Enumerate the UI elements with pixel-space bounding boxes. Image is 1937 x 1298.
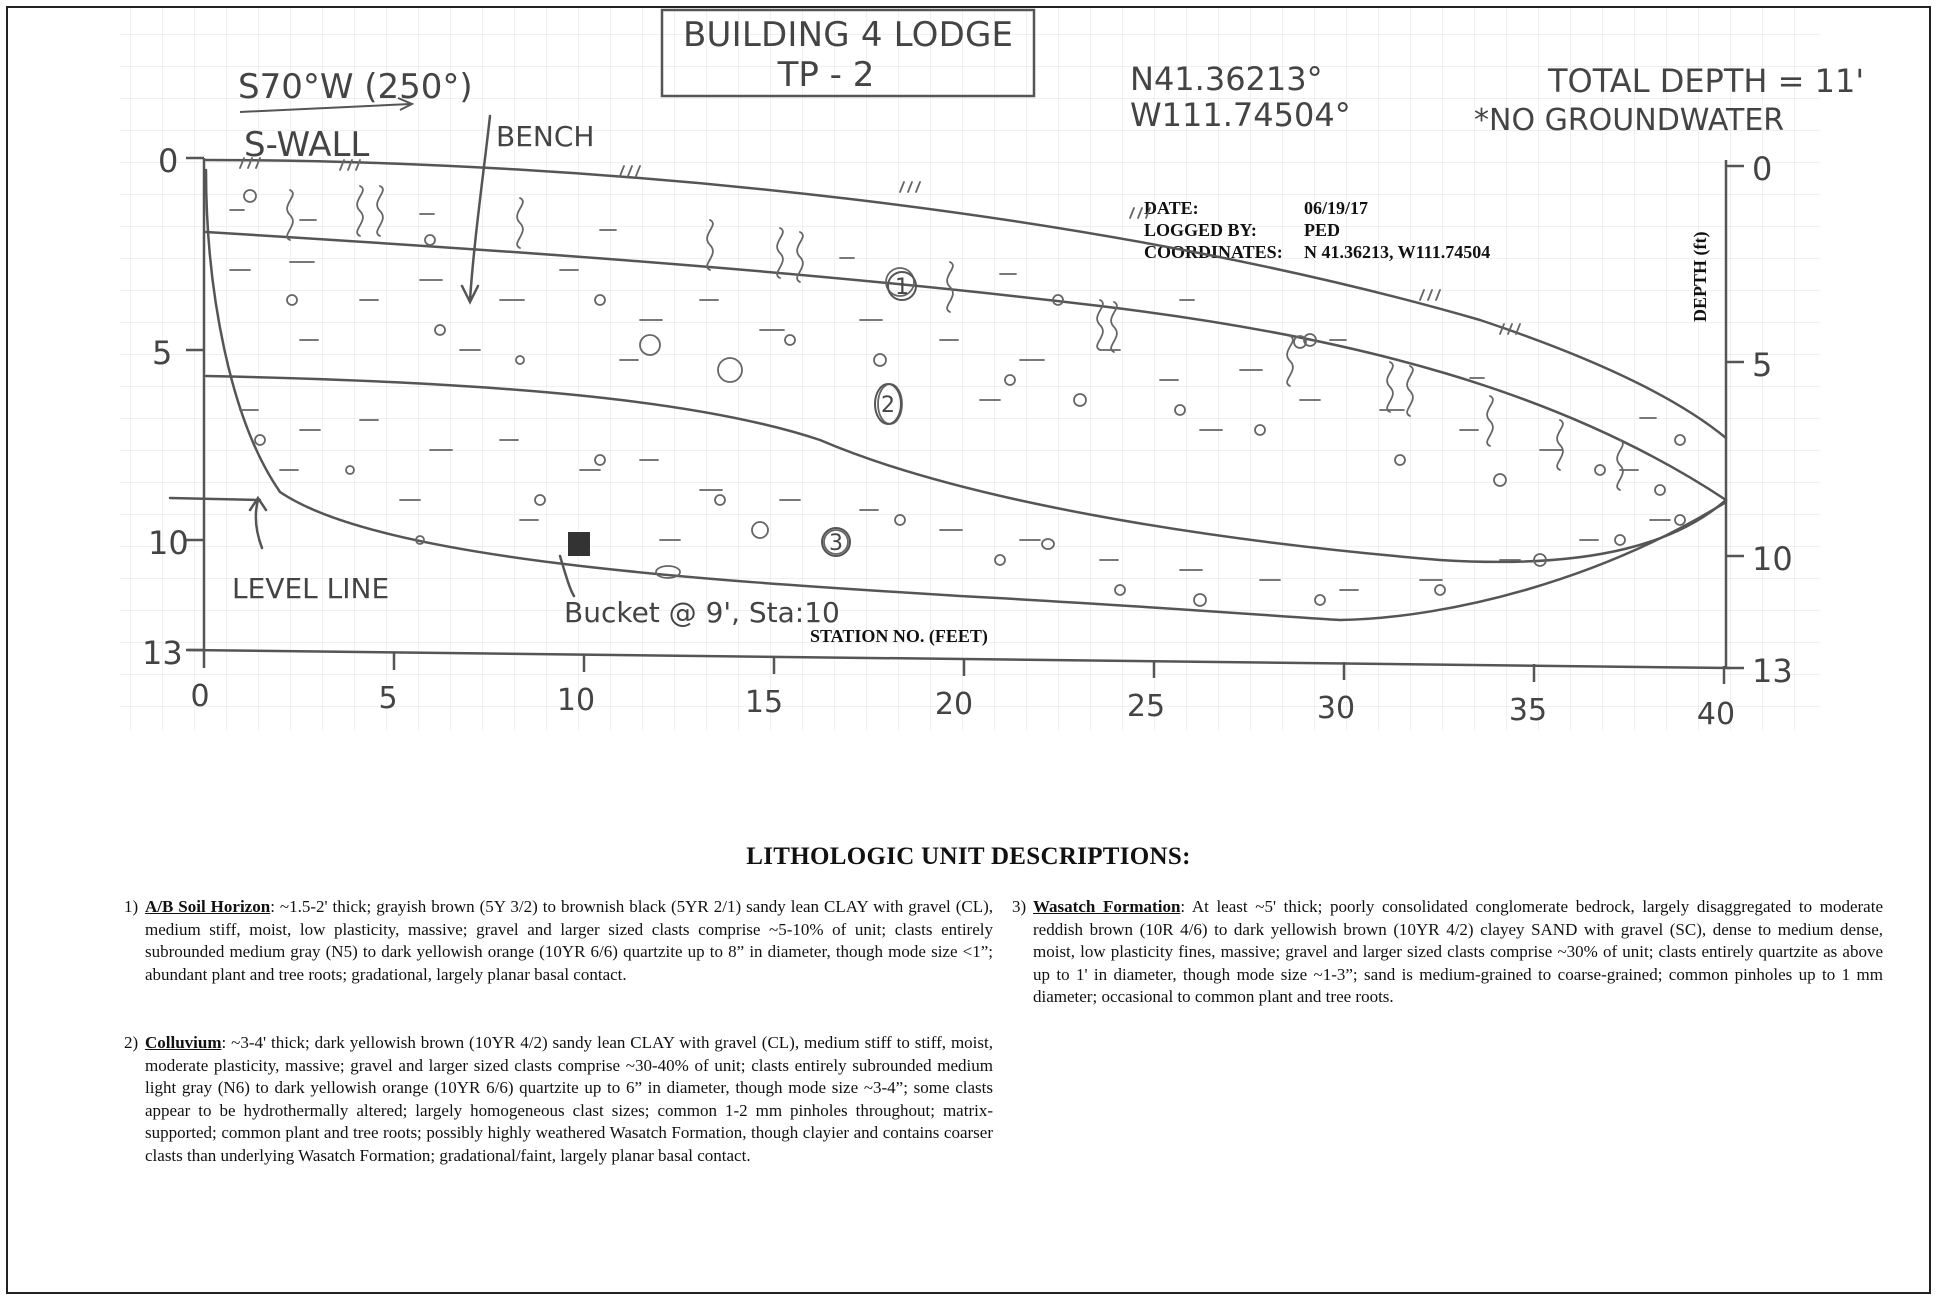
level-line bbox=[168, 496, 262, 502]
unit-label-1: 1 bbox=[887, 271, 917, 301]
bottom-tick-label-20: 20 bbox=[935, 687, 973, 722]
right-tick-label-0: 0 bbox=[1752, 150, 1772, 188]
groundwater-note: *NO GROUNDWATER bbox=[1474, 103, 1784, 138]
logged-by-label: LOGGED BY: bbox=[1144, 220, 1257, 240]
title-box bbox=[660, 8, 1036, 98]
right-tick-label-5: 5 bbox=[1752, 346, 1772, 384]
contact-unit2-base bbox=[204, 374, 1728, 564]
excavation-wall-base bbox=[204, 168, 1728, 622]
unit-number: 2) bbox=[124, 1033, 139, 1052]
unit-name: A/B Soil Horizon bbox=[145, 897, 271, 916]
unit-description-1: 1) A/B Soil Horizon: ~1.5-2' thick; grayi… bbox=[124, 896, 993, 986]
total-depth-note: TOTAL DEPTH = 11' bbox=[1547, 62, 1864, 100]
unit-number: 3) bbox=[1012, 897, 1027, 916]
bottom-tick-label-10: 10 bbox=[557, 683, 595, 718]
unit1-texture bbox=[229, 157, 1686, 491]
title-line-2: TP - 2 bbox=[777, 55, 875, 95]
unit-text: : ~1.5-2' thick; grayish brown (5Y 3/2) … bbox=[145, 897, 993, 984]
bottom-tick-label-25: 25 bbox=[1127, 689, 1165, 724]
right-tick-label-13: 13 bbox=[1752, 652, 1793, 690]
bottom-tick-label-30: 30 bbox=[1317, 691, 1355, 726]
page-border bbox=[6, 6, 1931, 1294]
date-value: 06/19/17 bbox=[1304, 198, 1368, 218]
unit2-texture bbox=[229, 261, 1666, 496]
unit3-texture bbox=[239, 409, 1686, 607]
bucket-sample-marker bbox=[568, 532, 590, 556]
graph-paper bbox=[120, 8, 1820, 730]
left-tick-label-5: 5 bbox=[152, 334, 172, 372]
hand-coordinate-lat: N41.36213° bbox=[1130, 60, 1323, 98]
wall-name: S-WALL bbox=[244, 125, 369, 165]
hand-coordinate-lon: W111.74504° bbox=[1130, 96, 1351, 134]
bench-arrow bbox=[460, 114, 492, 305]
test-pit-log-sketch: BUILDING 4 LODGE TP - 2 S70°W (250°) S-W… bbox=[120, 8, 1864, 732]
unit-text: : ~3-4' thick; dark yellowish brown (10Y… bbox=[145, 1033, 993, 1165]
unit-label-2: 2 bbox=[874, 383, 902, 425]
unit-name: Colluvium bbox=[145, 1033, 222, 1052]
unit-name: Wasatch Formation bbox=[1033, 897, 1181, 916]
bottom-tick-label-5: 5 bbox=[378, 681, 397, 716]
date-label: DATE: bbox=[1144, 198, 1199, 218]
unit-text: : At least ~5' thick; poorly consolidate… bbox=[1033, 897, 1883, 1007]
ground-surface bbox=[204, 158, 1728, 440]
right-tick-label-10: 10 bbox=[1752, 540, 1793, 578]
bench-label: BENCH bbox=[496, 120, 594, 153]
unit-description-2: 2) Colluvium: ~3-4' thick; dark yellowish… bbox=[124, 1032, 993, 1168]
y-axis-label: DEPTH (ft) bbox=[1690, 232, 1711, 322]
axes bbox=[186, 156, 1744, 684]
left-tick-label-10: 10 bbox=[148, 524, 189, 562]
unit-description-3: 3) Wasatch Formation: At least ~5' thick;… bbox=[1012, 896, 1883, 1009]
unit-label-2-text: 2 bbox=[881, 393, 895, 418]
wall-orientation: S70°W (250°) bbox=[238, 67, 473, 107]
level-line-label: LEVEL LINE bbox=[232, 572, 389, 605]
unit-label-3: 3 bbox=[821, 527, 851, 557]
descriptions-title: LITHOLOGIC UNIT DESCRIPTIONS: bbox=[746, 843, 1191, 870]
bottom-axis bbox=[187, 648, 1731, 670]
bottom-tick-label-35: 35 bbox=[1509, 693, 1547, 728]
unit-label-1-text: 1 bbox=[895, 275, 909, 300]
bottom-tick-label-0: 0 bbox=[190, 679, 209, 714]
title-line-1: BUILDING 4 LODGE bbox=[683, 15, 1013, 55]
coordinates-label: COORDINATES: bbox=[1144, 242, 1283, 262]
left-tick-label-13: 13 bbox=[142, 634, 183, 672]
orientation-underline bbox=[239, 97, 415, 113]
bottom-tick-label-40: 40 bbox=[1697, 697, 1735, 732]
x-axis-label: STATION NO. (FEET) bbox=[810, 626, 988, 647]
unit-number: 1) bbox=[124, 897, 139, 916]
profile-lines bbox=[168, 114, 1728, 622]
bucket-pointer bbox=[558, 554, 576, 598]
level-line-arrow bbox=[248, 495, 268, 550]
bucket-label: Bucket @ 9', Sta:10 bbox=[564, 596, 840, 629]
logged-by-value: PED bbox=[1304, 220, 1340, 240]
bottom-tick-label-15: 15 bbox=[745, 685, 783, 720]
coordinates-value: N 41.36213, W111.74504 bbox=[1304, 242, 1490, 262]
left-tick-label-0: 0 bbox=[158, 142, 178, 180]
contact-unit1-base bbox=[204, 230, 1728, 502]
unit-label-3-text: 3 bbox=[829, 531, 843, 556]
